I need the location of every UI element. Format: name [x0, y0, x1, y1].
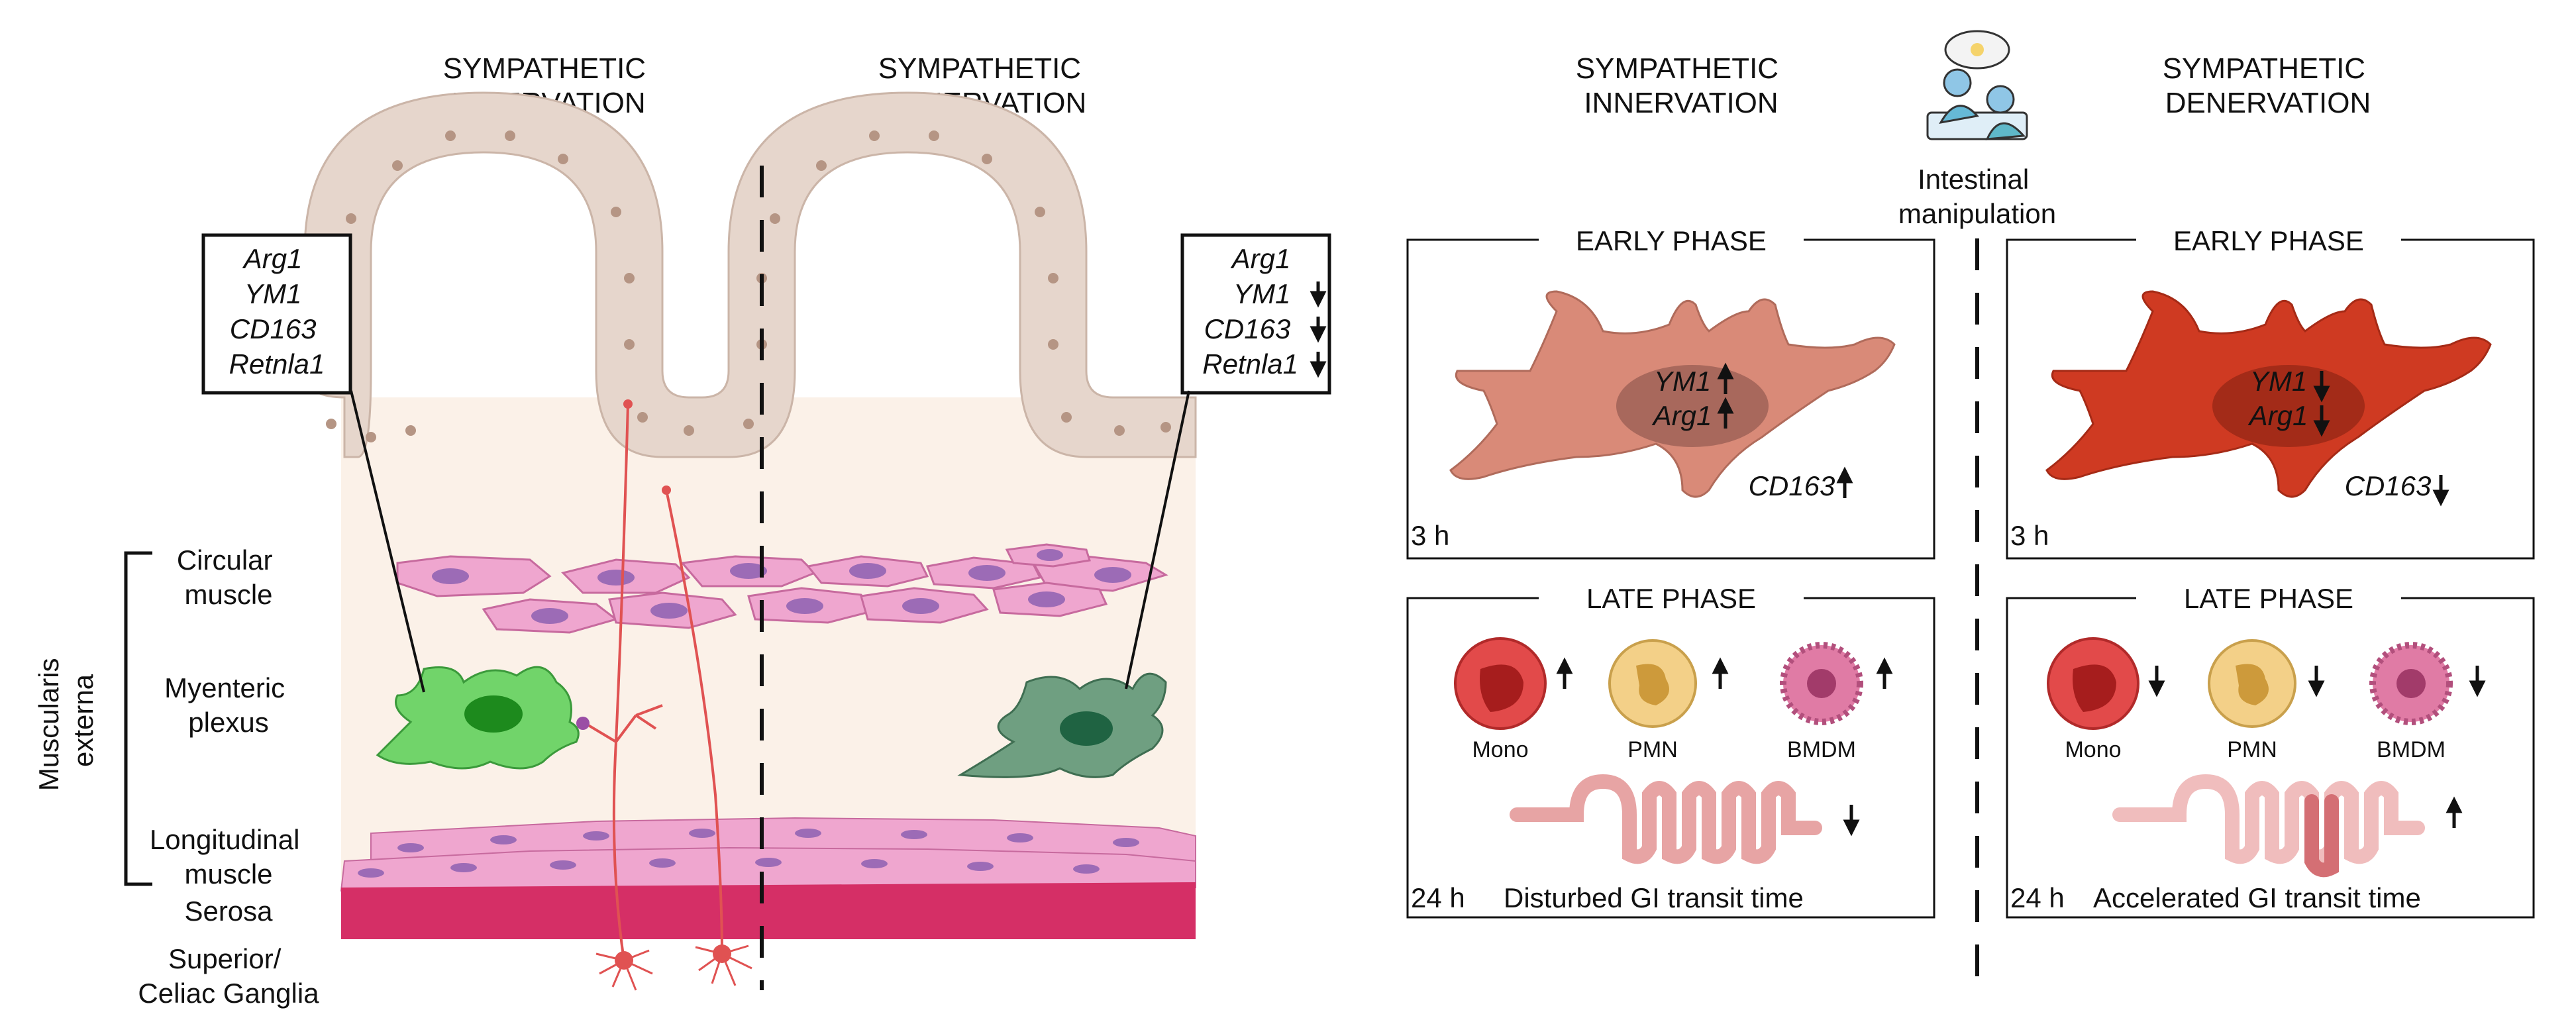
gene-ym1-early-innervation: YM1 — [1654, 366, 1711, 397]
serosa-layer — [341, 882, 1196, 939]
gene-arg1-early-innervation: Arg1 — [1651, 400, 1712, 431]
cd163-early-innervation: CD163 — [1749, 470, 1835, 501]
label-mono-innervation: Mono — [1472, 737, 1528, 762]
caption-innervation: Disturbed GI transit time — [1504, 882, 1804, 913]
circular-muscle-nuclei — [432, 549, 1131, 624]
gene-box-innervation — [201, 233, 352, 395]
left-panel: SYMPATHETIC INNERVATION SYMPATHETIC DENE… — [33, 52, 1331, 1009]
mucosa-epithelium — [303, 91, 1197, 458]
longitudinal-muscle-layer — [340, 817, 1196, 892]
muscularis-bracket — [124, 551, 152, 886]
sympathetic-nerves — [582, 403, 723, 961]
label-pmn-innervation: PMN — [1627, 737, 1678, 762]
pointer-line-innervation — [350, 390, 425, 693]
caption-denervation: Accelerated GI transit time — [2093, 882, 2421, 913]
time-3h-denervation: 3 h — [2010, 520, 2049, 551]
label-pmn-denervation: PMN — [2227, 737, 2277, 762]
gene-ym1-early-denervation: YM1 — [2250, 366, 2307, 397]
time-3h-innervation: 3 h — [1411, 520, 1449, 551]
early-phase-innervation-box: EARLY PHASE YM1 Arg1 CD163 3 h — [1406, 225, 1935, 560]
intestinal-manipulation-label: Intestinal manipulation — [1898, 164, 2056, 229]
muscularis-externa-label: Muscularis externa — [33, 650, 99, 791]
gene-box-denervation — [1180, 233, 1331, 395]
cd163-early-denervation: CD163 — [2345, 470, 2432, 501]
pointer-line-denervation — [1125, 390, 1190, 689]
label-circular-muscle: Circular muscle — [177, 544, 280, 610]
early-phase-denervation-box: EARLY PHASE YM1 Arg1 CD163 3 h — [2006, 225, 2535, 560]
time-24h-innervation: 24 h — [1411, 882, 1465, 913]
early-phase-title-denervation: EARLY PHASE — [2173, 225, 2364, 256]
longitudinal-muscle-nuclei — [358, 829, 1139, 878]
label-myenteric-plexus: Myenteric plexus — [164, 672, 293, 738]
label-ganglia: Superior/ Celiac Ganglia — [138, 943, 319, 1009]
right-header-innervation: SYMPATHETIC INNERVATION — [1576, 52, 1787, 119]
late-phase-denervation-box: LATE PHASE Mono PMN BMDM 24 h Accelerate… — [2006, 583, 2535, 919]
intestine-icon-denervation — [2112, 774, 2425, 864]
right-panel: SYMPATHETIC INNERVATION SYMPATHETIC DENE… — [1406, 30, 2535, 990]
right-header-denervation: SYMPATHETIC DENERVATION — [2163, 52, 2374, 119]
label-bmdm-denervation: BMDM — [2377, 737, 2446, 762]
late-phase-title-denervation: LATE PHASE — [2184, 583, 2353, 614]
label-serosa: Serosa — [184, 895, 273, 927]
late-phase-title: LATE PHASE — [1586, 583, 1756, 614]
late-phase-innervation-box: LATE PHASE Mono PMN BMDM 24 h Disturbed … — [1406, 583, 1935, 919]
label-bmdm-innervation: BMDM — [1787, 737, 1856, 762]
early-phase-title: EARLY PHASE — [1576, 225, 1767, 256]
label-mono-denervation: Mono — [2065, 737, 2121, 762]
time-24h-denervation: 24 h — [2010, 882, 2065, 913]
gene-arg1-early-denervation: Arg1 — [2247, 400, 2308, 431]
gene-list-denervation: Arg1 YM1 CD163 Retnla1 — [1202, 243, 1298, 380]
gene-list-innervation: Arg1 YM1 CD163 Retnla1 — [229, 243, 325, 380]
label-longitudinal-muscle: Longitudinal muscle — [150, 824, 307, 890]
ganglion-neurons — [595, 944, 752, 991]
intestine-icon-innervation — [1510, 774, 1822, 864]
surgery-icon — [1926, 30, 2028, 140]
